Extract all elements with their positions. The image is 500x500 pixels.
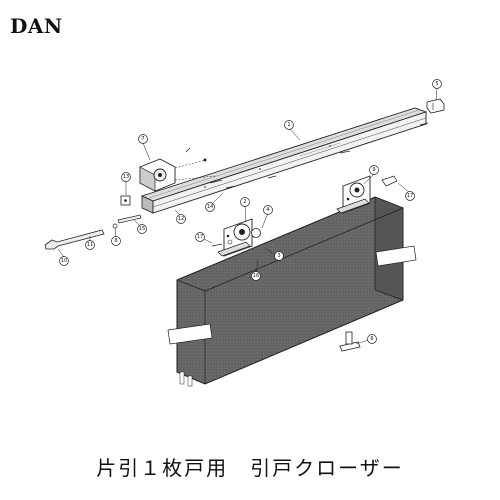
floor-guide — [339, 331, 361, 352]
callout-9: 9 — [369, 165, 379, 175]
brand-title: DAN — [10, 14, 63, 38]
screws — [185, 122, 429, 189]
callout-11: 11 — [85, 240, 95, 250]
callout-15: 15 — [137, 224, 147, 234]
callout-7: 7 — [138, 134, 148, 144]
motor-bracket — [139, 158, 216, 192]
callout-17a: 17 — [195, 232, 205, 242]
callout-3: 3 — [274, 251, 284, 261]
callout-2: 2 — [240, 197, 250, 207]
callout-10: 10 — [59, 256, 69, 266]
end-stop — [426, 98, 445, 114]
callout-17b: 17 — [405, 191, 415, 201]
callout-markers: 1 5 7 2 4 9 17 6 17 3 16 14 12 13 8 11 1… — [59, 79, 442, 344]
callout-14: 14 — [205, 202, 215, 212]
svg-text:2: 2 — [243, 199, 246, 205]
hanger-right — [336, 175, 398, 214]
svg-text:12: 12 — [178, 216, 184, 222]
door-panel — [167, 196, 417, 387]
callout-6: 6 — [367, 334, 377, 344]
svg-text:3: 3 — [277, 253, 280, 259]
svg-text:11: 11 — [87, 242, 93, 248]
svg-text:8: 8 — [114, 238, 117, 244]
svg-text:14: 14 — [207, 204, 213, 210]
svg-text:13: 13 — [123, 174, 129, 180]
washer — [112, 223, 118, 229]
svg-text:16: 16 — [253, 273, 259, 279]
svg-text:7: 7 — [141, 136, 144, 142]
product-caption: 片引１枚戸用 引戸クローザー — [96, 456, 404, 480]
upper-rail — [140, 107, 428, 214]
svg-text:4: 4 — [266, 207, 269, 213]
callout-1: 1 — [284, 120, 294, 130]
svg-text:5: 5 — [435, 81, 438, 87]
callout-13: 13 — [121, 172, 131, 182]
svg-text:17: 17 — [407, 193, 413, 199]
svg-text:17: 17 — [197, 234, 203, 240]
svg-text:15: 15 — [139, 226, 145, 232]
callout-16: 16 — [251, 271, 261, 281]
callout-4: 4 — [263, 205, 273, 215]
svg-text:10: 10 — [61, 258, 67, 264]
callout-8: 8 — [111, 236, 121, 246]
callout-12: 12 — [176, 214, 186, 224]
svg-text:1: 1 — [287, 122, 290, 128]
svg-text:9: 9 — [372, 167, 375, 173]
hanger-left — [211, 218, 261, 257]
callout-5: 5 — [432, 79, 442, 89]
svg-text:6: 6 — [370, 336, 373, 342]
closer-rod — [44, 214, 142, 250]
